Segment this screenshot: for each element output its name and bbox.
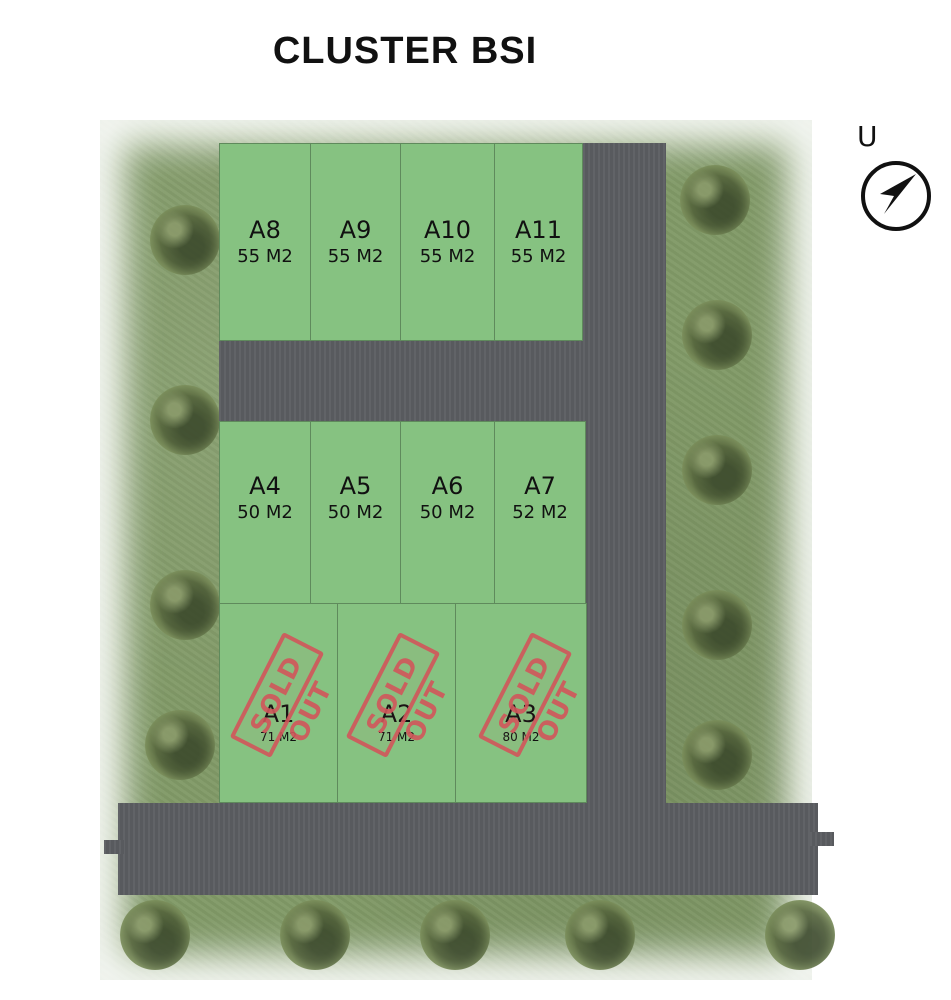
- lot-name: A7: [524, 472, 556, 500]
- lot-name: A2: [380, 700, 413, 728]
- lot-a10[interactable]: A10 55 M2: [400, 143, 495, 341]
- lot-size: 55 M2: [327, 246, 384, 267]
- road-vertical: [583, 143, 666, 808]
- lot-size: 52 M2: [512, 502, 568, 523]
- lot-name: A5: [339, 472, 372, 500]
- lot-a7[interactable]: A7 52 M2: [494, 421, 586, 604]
- lot-a6[interactable]: A6 50 M2: [400, 421, 495, 604]
- page-title: CLUSTER BSI: [272, 30, 538, 72]
- lot-name: A6: [431, 472, 464, 500]
- lot-size: 50 M2: [327, 502, 384, 523]
- lot-name: A10: [424, 216, 471, 244]
- tree-icon: [150, 385, 220, 455]
- road-main-right-tip: [810, 832, 834, 846]
- lot-size: 71 M2: [259, 730, 298, 744]
- tree-icon: [682, 435, 752, 505]
- tree-icon: [682, 590, 752, 660]
- tree-icon: [565, 900, 635, 970]
- tree-icon: [420, 900, 490, 970]
- tree-icon: [150, 570, 220, 640]
- road-main-left-tip: [104, 840, 124, 854]
- lot-name: A11: [515, 216, 562, 244]
- lot-a2[interactable]: A2 71 M2: [337, 603, 456, 803]
- tree-icon: [680, 165, 750, 235]
- lot-a5[interactable]: A5 50 M2: [310, 421, 401, 604]
- lot-a4[interactable]: A4 50 M2: [219, 421, 311, 604]
- lot-name: A3: [505, 700, 537, 728]
- lot-name: A4: [249, 472, 281, 500]
- road-inner-horizontal: [219, 341, 583, 421]
- lot-size: 80 M2: [502, 730, 540, 744]
- lot-size: 55 M2: [510, 246, 567, 267]
- tree-icon: [280, 900, 350, 970]
- lot-size: 71 M2: [377, 730, 416, 744]
- lot-a1[interactable]: A1 71 M2: [219, 603, 338, 803]
- lot-a3[interactable]: A3 80 M2: [455, 603, 587, 803]
- lot-name: A8: [249, 216, 281, 244]
- road-main-horizontal: [118, 803, 818, 895]
- lot-name: A9: [339, 216, 372, 244]
- lot-name: A1: [262, 700, 295, 728]
- tree-icon: [682, 300, 752, 370]
- lot-a9[interactable]: A9 55 M2: [310, 143, 401, 341]
- lot-size: 50 M2: [419, 502, 476, 523]
- tree-icon: [145, 710, 215, 780]
- lot-size: 50 M2: [237, 502, 293, 523]
- tree-icon: [682, 720, 752, 790]
- tree-icon: [120, 900, 190, 970]
- tree-icon: [150, 205, 220, 275]
- north-arrow-icon: [861, 161, 931, 231]
- lot-size: 55 M2: [419, 246, 476, 267]
- lot-a8[interactable]: A8 55 M2: [219, 143, 311, 341]
- lot-size: 55 M2: [237, 246, 293, 267]
- lot-a11[interactable]: A11 55 M2: [494, 143, 583, 341]
- tree-icon: [765, 900, 835, 970]
- compass-label: U: [857, 120, 878, 153]
